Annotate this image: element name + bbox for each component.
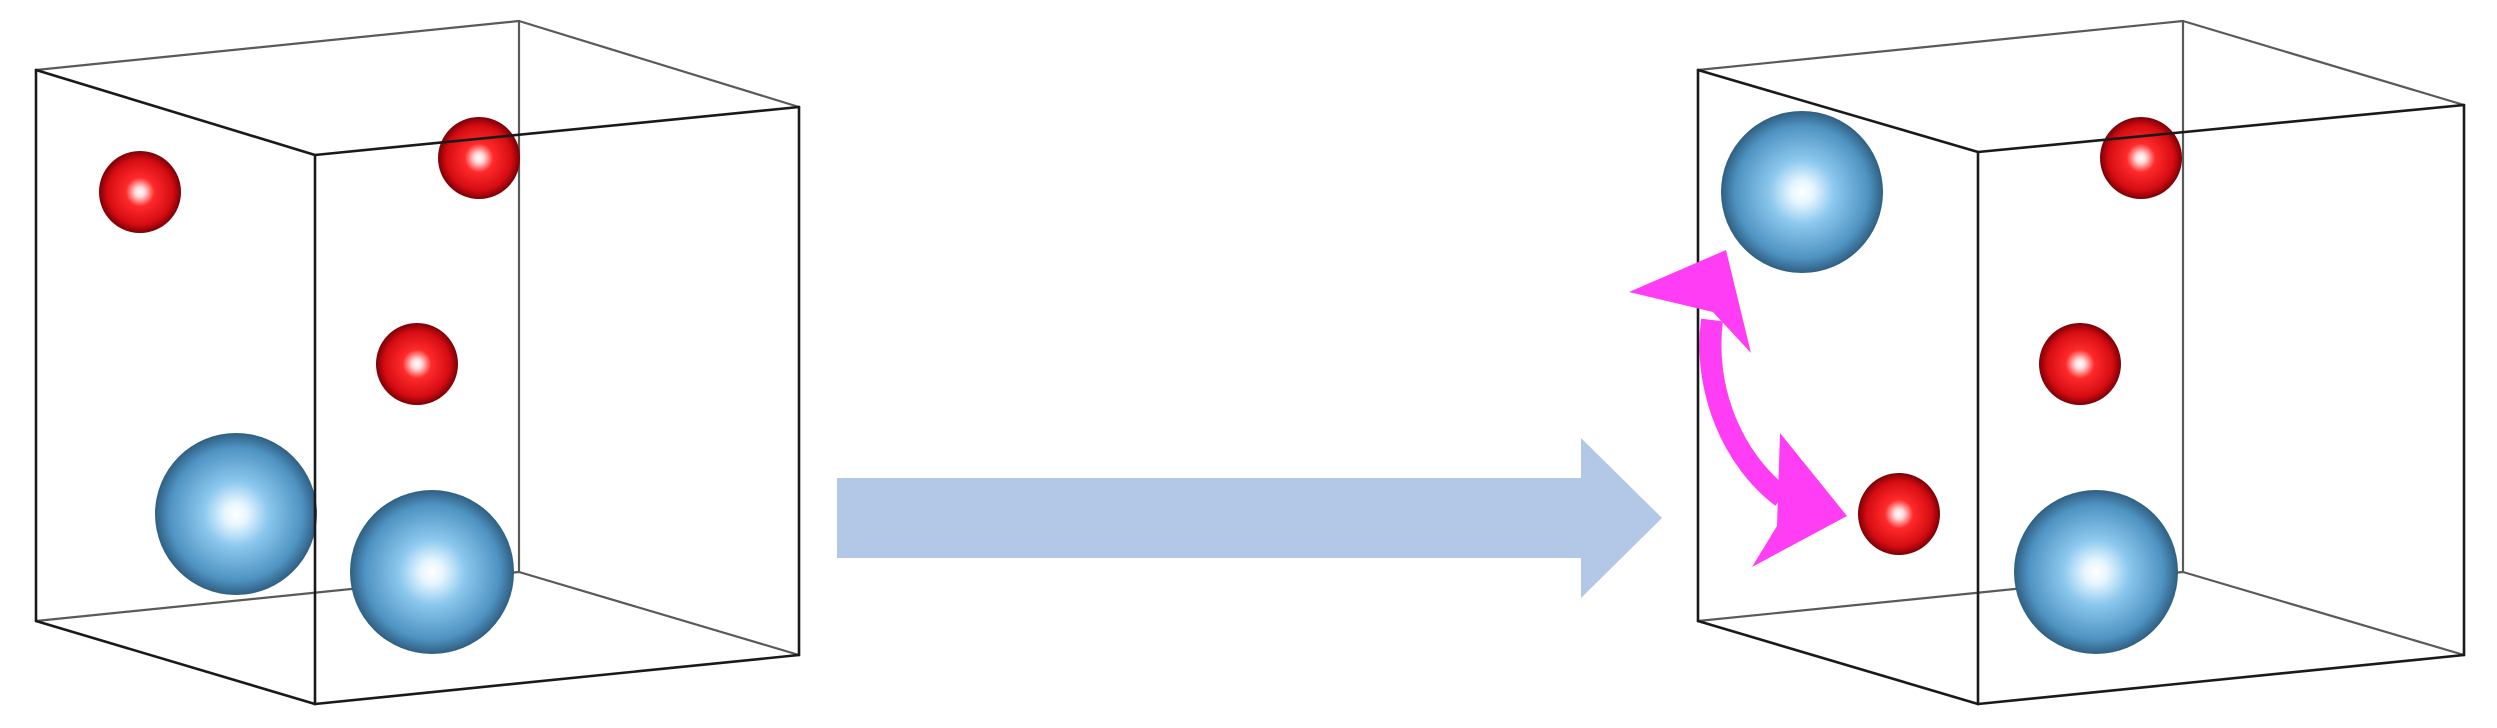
right-cell-back-edges: [1696, 19, 2466, 657]
initial-panel: [34, 19, 801, 706]
oxygen-atom: [1858, 473, 1940, 555]
swap-arrow-icon: [1629, 250, 1847, 567]
transform-arrow: [837, 438, 1662, 598]
right-cell-front-edges: [1696, 68, 2466, 706]
left-cell-front-edges: [34, 68, 801, 706]
oxygen-atom: [2039, 323, 2121, 405]
oxygen-atom: [99, 151, 181, 233]
left-atoms: [99, 117, 520, 595]
swap-arrow-head-bottom: [1752, 433, 1847, 567]
swap-arrow-body: [1699, 318, 1789, 506]
final-panel: [1629, 19, 2466, 706]
oxygen-atom: [438, 117, 520, 199]
oxygen-atom: [376, 323, 458, 405]
cation-atom: [1721, 111, 1883, 273]
right-atoms: [1721, 111, 2182, 555]
cation-atom: [350, 490, 514, 654]
cation-atom: [155, 433, 317, 595]
swap-arrow-head-top: [1629, 250, 1751, 353]
oxygen-atom: [2100, 117, 2182, 199]
cation-atom: [2014, 490, 2178, 654]
